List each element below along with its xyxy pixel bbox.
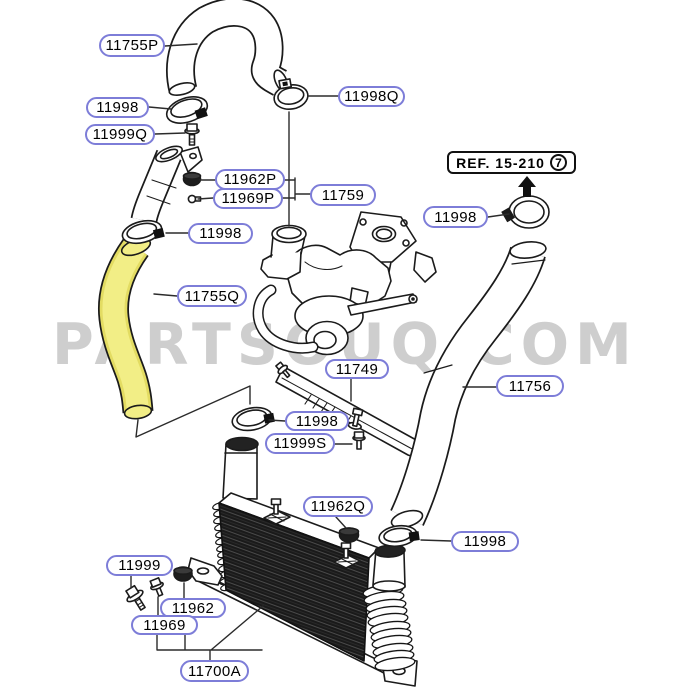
callout-11998-yellow-top[interactable]: 11998 xyxy=(188,223,253,244)
callout-11962P[interactable]: 11962P xyxy=(215,169,285,190)
callout-11962Q[interactable]: 11962Q xyxy=(303,496,373,517)
leader-lines xyxy=(130,43,510,661)
hose-11755Q-highlighted-drawing xyxy=(97,237,154,420)
clamp-u-hose-left-drawing xyxy=(165,96,209,124)
bolt-11969-drawing xyxy=(149,577,164,597)
bolt-11999S-drawing xyxy=(352,431,366,450)
hose-11755P-drawing xyxy=(166,0,289,96)
nut-11962Q-drawing xyxy=(338,527,360,543)
clamp-yellow-hose-top-drawing xyxy=(121,219,165,245)
callout-11969P[interactable]: 11969P xyxy=(213,188,283,209)
ref-label: REF. 15-210 xyxy=(456,154,545,171)
callout-11998Q[interactable]: 11998Q xyxy=(338,86,405,107)
ref-callout-15-210[interactable]: REF. 15-210 7 xyxy=(447,151,576,174)
clamp-u-hose-right-drawing xyxy=(273,78,309,110)
callout-11998-uhose-left[interactable]: 11998 xyxy=(86,97,149,118)
callout-11755P[interactable]: 11755P xyxy=(99,34,165,57)
callout-11756[interactable]: 11756 xyxy=(496,375,564,397)
callout-11998-ic-left[interactable]: 11998 xyxy=(285,411,349,431)
bolt-11999-drawing xyxy=(125,584,146,611)
callout-11759[interactable]: 11759 xyxy=(310,184,376,206)
ref-up-arrow-icon xyxy=(518,176,536,197)
upper-metal-pipe-drawing xyxy=(130,145,203,223)
hose-11756-drawing xyxy=(390,241,547,529)
intercooler-drawing xyxy=(187,436,418,687)
callout-11998-ic-right[interactable]: 11998 xyxy=(451,531,519,552)
callout-11700A[interactable]: 11700A xyxy=(180,660,249,682)
mounting-stud xyxy=(333,542,361,569)
bolt-11999Q-drawing xyxy=(184,123,200,146)
bracket-11749-drawing xyxy=(275,361,425,460)
callout-11998-right-top[interactable]: 11998 xyxy=(423,206,488,228)
turbocharger-drawing xyxy=(252,211,437,356)
callout-11755Q[interactable]: 11755Q xyxy=(177,285,247,307)
callout-11749[interactable]: 11749 xyxy=(325,359,389,379)
clamp-intercooler-right-drawing xyxy=(378,524,420,548)
clamp-right-hose-top-drawing xyxy=(501,195,550,229)
callout-11999S[interactable]: 11999S xyxy=(265,433,335,454)
callout-11969[interactable]: 11969 xyxy=(131,615,198,635)
nut-11962P-drawing xyxy=(182,171,202,187)
ref-circled-number: 7 xyxy=(549,154,567,171)
mounting-stud xyxy=(263,498,291,525)
callout-11999[interactable]: 11999 xyxy=(106,555,173,576)
callout-11962[interactable]: 11962 xyxy=(160,598,226,618)
clamp-intercooler-left-drawing xyxy=(231,406,275,432)
nut-11962-drawing xyxy=(173,566,193,582)
callout-11999Q[interactable]: 11999Q xyxy=(85,124,155,145)
